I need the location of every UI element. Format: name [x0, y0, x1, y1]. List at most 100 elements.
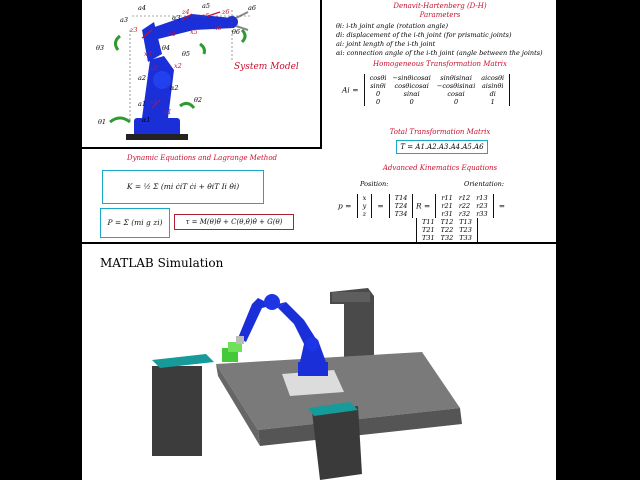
r-matrix-cell: r13 [476, 194, 488, 202]
htm-matrix-cell: −sinθicosαi [392, 74, 431, 82]
label-a6: a6 [248, 4, 257, 12]
label-z5: z5 [202, 12, 210, 20]
r-matrix-cell: r11 [441, 194, 453, 202]
ai-label: Ai = [342, 85, 359, 95]
dh-line-theta: θi: i-th joint angle (rotation angle) [336, 22, 449, 30]
r-matrix-cell: r21 [441, 202, 453, 210]
label-x6: x6 [214, 24, 222, 32]
p-rhs-cell: T24 [394, 202, 408, 210]
label-x1: x1 [164, 108, 172, 116]
tau-equation-box: τ = M(θ)θ̈ + C(θ,θ̇)θ̇ + G(θ) [174, 214, 294, 230]
r-matrix-cell: r33 [476, 210, 488, 218]
htm-matrix-cell: cosθi [369, 74, 387, 82]
label-x3: x3 [144, 50, 152, 58]
label-alpha3: α3 [172, 14, 181, 22]
t-matrix-cell: T23 [459, 226, 472, 234]
content-panel: a4 a5 z4 z5 z6 a6 θ6 θ4 θ5 θ3 x4 x5 x6 a… [82, 0, 556, 480]
robot-schematic [109, 10, 252, 140]
htm-matrix-cell: 1 [490, 98, 495, 106]
r-matrix-cell: r31 [441, 210, 453, 218]
htm-matrix-cell: aicosθi [481, 74, 505, 82]
label-z2: z2 [150, 64, 158, 72]
htm-title: Homogeneous Transformation Matrix [373, 60, 507, 68]
separator-middle [82, 242, 556, 244]
orientation-label: Orientation: [464, 180, 505, 188]
position-label: Position: [360, 180, 389, 188]
r-matrix-cell: r12 [458, 194, 471, 202]
separator-top-left [82, 147, 322, 149]
simulation-scene [152, 288, 462, 480]
label-theta3: θ3 [96, 44, 105, 52]
dh-line-d: di: displacement of the i-th joint (for … [336, 31, 512, 39]
p-equation: P = Σ (mi g zi) [107, 218, 163, 227]
htm-matrix-cell: sinθi [370, 82, 386, 90]
simulation-title: MATLAB Simulation [100, 256, 224, 270]
dynamics-section: Dynamic Equations and Lagrange Method K … [82, 150, 322, 242]
htm-matrix-cell: cosθicosαi [394, 82, 429, 90]
htm-matrix-cell: 0 [454, 98, 459, 106]
label-a5: a5 [202, 2, 211, 10]
htm-matrix-cell: sinαi [403, 90, 420, 98]
p-vector-cell: x [362, 194, 367, 202]
label-theta6: θ6 [232, 28, 241, 36]
label-alpha1: α1 [142, 116, 151, 124]
label-theta1: θ1 [98, 118, 107, 126]
t-matrix-cell: T33 [459, 234, 472, 242]
dh-section: Denavit-Hartenberg (D-H) Parameters θi: … [324, 0, 556, 242]
label-x4: x4 [168, 30, 176, 38]
label-theta2: θ2 [194, 96, 203, 104]
htm-matrix-cell: −cosθisinαi [436, 82, 476, 90]
dh-line-alpha: αi: connection angle of the i-th joint (… [336, 49, 543, 57]
ttm-box: T = A1.A2.A3.A4.A5.A6 [396, 140, 488, 154]
p-equation-box: P = Σ (mi g zi) [100, 208, 170, 238]
r-label: R = [416, 201, 431, 211]
htm-matrix-cell: aisinθi [481, 82, 504, 90]
dh-line-a: ai: joint length of the i-th joint [336, 40, 436, 48]
label-a1: a1 [138, 100, 147, 108]
htm-matrix-cell: sinθisinαi [440, 74, 472, 82]
label-z6: z6 [222, 8, 230, 16]
t-matrix-cell: T12 [440, 218, 454, 226]
t-matrix-cell: T21 [422, 226, 435, 234]
r-matrix-cell: r23 [476, 202, 488, 210]
htm-matrix-cell: cosαi [447, 90, 465, 98]
htm-matrix-cell: di [489, 90, 496, 98]
label-alpha2: α2 [170, 84, 179, 92]
ttm-equation: T = A1.A2.A3.A4.A5.A6 [400, 143, 484, 151]
dh-title: Denavit-Hartenberg (D-H) [393, 2, 487, 10]
t-matrix-cell: T11 [422, 218, 435, 226]
label-theta4: θ4 [162, 44, 171, 52]
k-equation: K = ½ Σ (mi ċiT ċi + θ̇iT Ii θ̇i) [126, 182, 240, 191]
ake-title: Advanced Kinematics Equations [382, 164, 498, 172]
t-matrix-cell: T22 [440, 226, 454, 234]
k-equation-box: K = ½ Σ (mi ċiT ċi + θ̇iT Ii θ̇i) [102, 170, 264, 204]
dh-subtitle: Parameters [419, 11, 461, 19]
p-vector-cell: y [362, 202, 367, 210]
system-model-figure: a4 a5 z4 z5 z6 a6 θ6 θ4 θ5 θ3 x4 x5 x6 a… [82, 0, 320, 148]
label-z4: z4 [182, 8, 190, 16]
label-a2: a2 [138, 74, 147, 82]
p-rhs-cell: T14 [394, 194, 408, 202]
simulation-section: MATLAB Simulation [82, 244, 556, 480]
htm-matrix-cell: 0 [375, 98, 381, 106]
label-z1: z1 [150, 98, 158, 106]
separator-vertical [320, 0, 322, 148]
htm-matrix-cell: 0 [409, 98, 414, 106]
label-x2: x2 [174, 62, 182, 70]
p-rhs-cell: T34 [394, 210, 408, 218]
htm-matrix-cell: 0 [375, 90, 381, 98]
ttm-title: Total Transformation Matrix [389, 128, 491, 136]
dynamics-title: Dynamic Equations and Lagrange Method [126, 154, 278, 162]
label-x5: x5 [190, 28, 198, 36]
tau-equation: τ = M(θ)θ̈ + C(θ,θ̇)θ̇ + G(θ) [185, 218, 283, 226]
label-z3: z3 [130, 26, 138, 34]
r-matrix-cell: r32 [458, 210, 471, 218]
t-matrix-cell: T32 [440, 234, 454, 242]
